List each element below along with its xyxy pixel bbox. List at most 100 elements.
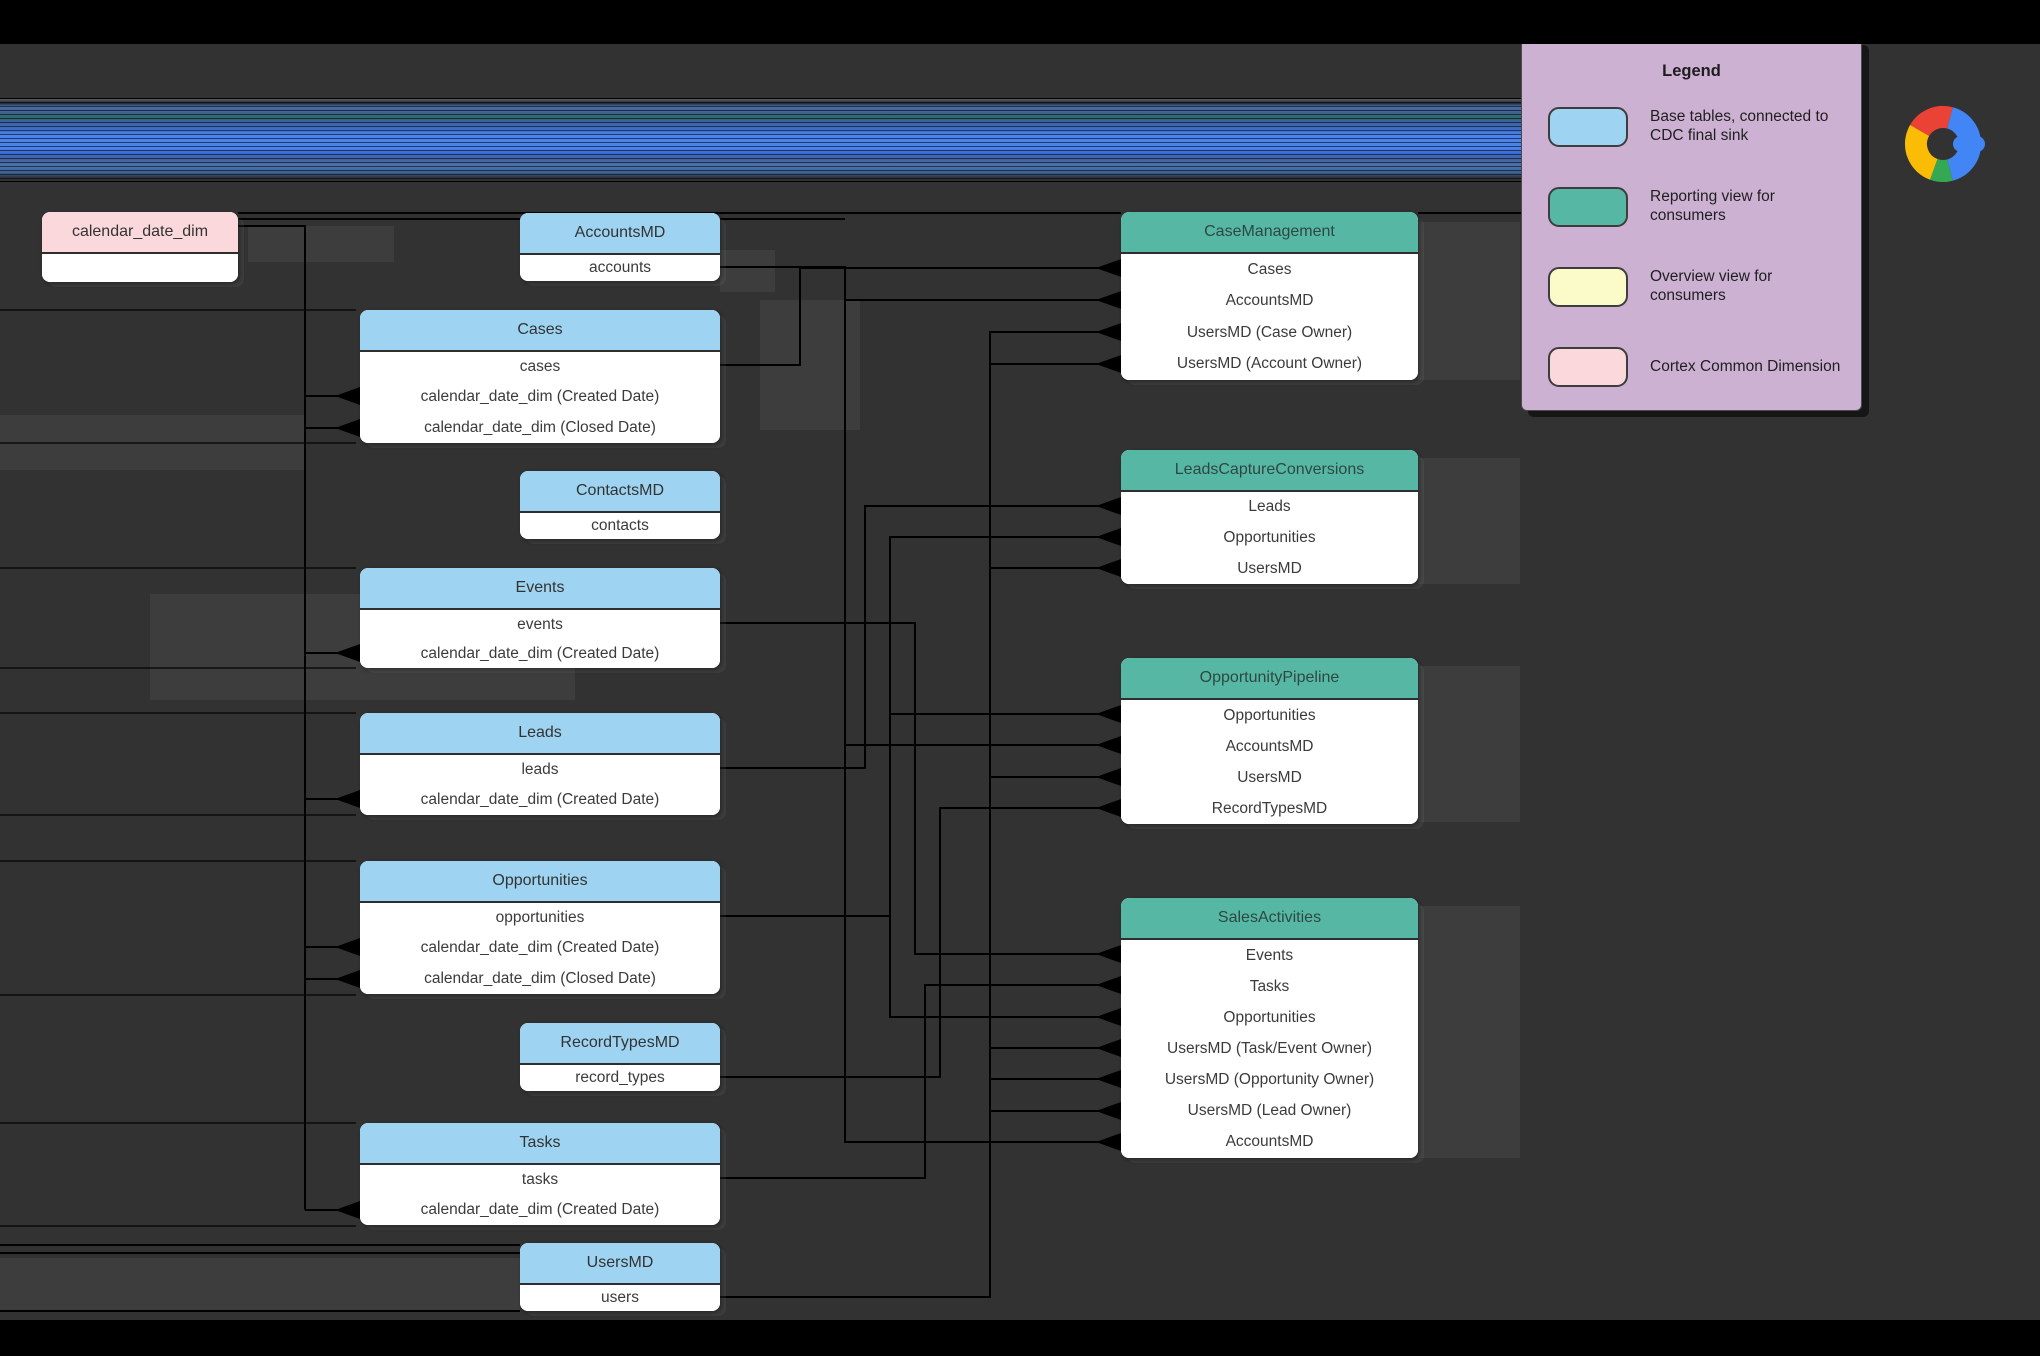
edge-stub-lines (0, 309, 356, 1227)
node-body (42, 254, 238, 282)
legend-label: Overview view for consumers (1650, 268, 1773, 304)
node-row[interactable]: events (517, 615, 563, 633)
node-row[interactable]: RecordTypesMD (1211, 799, 1328, 817)
top-margin (0, 0, 2040, 44)
node-body: record_types (520, 1065, 720, 1091)
node-title: RecordTypesMD (520, 1023, 720, 1065)
node-row[interactable]: calendar_date_dim (Created Date) (420, 1201, 660, 1218)
node-row[interactable]: AccountsMD (1225, 737, 1314, 755)
node-row[interactable]: calendar_date_dim (Created Date) (420, 939, 660, 957)
node-row[interactable]: users (601, 1289, 639, 1306)
node-title: ContactsMD (520, 471, 720, 513)
node-row[interactable]: UsersMD (Task/Event Owner) (1167, 1039, 1372, 1057)
legend-item-0: Base tables, connected to CDC final sink (1548, 107, 1861, 147)
node-row[interactable]: calendar_date_dim (Closed Date) (424, 418, 656, 436)
node-row[interactable]: UsersMD (1237, 559, 1302, 577)
texture-band (1418, 906, 1520, 1158)
logo-red-arc (1910, 105, 1953, 137)
node-title: Cases (360, 310, 720, 352)
node-title: AccountsMD (520, 213, 720, 255)
node-title: calendar_date_dim (42, 212, 238, 254)
reporting-view-swatch (1548, 187, 1628, 227)
node-row[interactable]: Opportunities (1223, 529, 1316, 546)
logo-hole (1933, 134, 1953, 154)
node-title: OpportunityPipeline (1121, 658, 1418, 700)
legend-item-1: Reporting view for consumers (1548, 187, 1861, 227)
legend-label: Cortex Common Dimension (1650, 357, 1841, 375)
node-row[interactable]: Leads (1248, 498, 1291, 516)
overview-view-swatch (1548, 267, 1628, 307)
node-Leads[interactable]: Leads leads calendar_date_dim (Created Dat… (360, 713, 720, 815)
node-row[interactable]: calendar_date_dim (Created Date) (420, 791, 660, 808)
node-Tasks[interactable]: Tasks tasks calendar_date_dim (Created Dat… (360, 1123, 720, 1225)
node-row[interactable]: calendar_date_dim (Created Date) (420, 644, 660, 662)
node-row[interactable]: UsersMD (Case Owner) (1186, 323, 1353, 341)
node-row[interactable]: UsersMD (Account Owner) (1176, 355, 1363, 373)
node-AccountsMD[interactable]: AccountsMD accounts (520, 213, 720, 281)
node-Cases[interactable]: Cases cases calendar_date_dim (Created Dat… (360, 310, 720, 443)
node-row[interactable]: contacts (591, 517, 649, 534)
node-row[interactable]: calendar_date_dim (Created Date) (420, 388, 660, 406)
texture-band (0, 1258, 520, 1310)
texture-band (1418, 458, 1520, 584)
node-row[interactable]: UsersMD (Opportunity Owner) (1164, 1071, 1375, 1089)
node-body: tasks calendar_date_dim (Created Date) (360, 1165, 720, 1225)
node-row[interactable]: tasks (521, 1171, 559, 1188)
node-row[interactable]: Opportunities (1223, 1008, 1316, 1026)
node-row[interactable]: Opportunities (1223, 706, 1316, 724)
node-row[interactable]: Tasks (1249, 977, 1290, 995)
node-title: CaseManagement (1121, 212, 1418, 254)
node-row[interactable]: opportunities (495, 909, 585, 927)
node-body: users (520, 1285, 720, 1311)
node-body: cases calendar_date_dim (Created Date) cal… (360, 352, 720, 443)
node-row[interactable]: calendar_date_dim (Closed Date) (424, 969, 656, 987)
bottom-margin (0, 1320, 2040, 1356)
logo-blue-bar (1953, 136, 1985, 152)
legend-items: Base tables, connected to CDC final sink… (1522, 107, 1861, 387)
node-row[interactable]: UsersMD (1237, 768, 1302, 786)
node-title: LeadsCaptureConversions (1121, 450, 1418, 492)
connector-bundle-band (0, 98, 1521, 182)
node-row[interactable]: accounts (588, 259, 652, 276)
node-title: Events (360, 568, 720, 610)
legend-item-3: Cortex Common Dimension (1548, 347, 1861, 387)
node-RecordTypesMD[interactable]: RecordTypesMD record_types (520, 1023, 720, 1091)
node-Events[interactable]: Events events calendar_date_dim (Created D… (360, 568, 720, 668)
cortex-dimension-swatch (1548, 347, 1628, 387)
node-title: SalesActivities (1121, 898, 1418, 940)
logo-green-arc (1930, 158, 1953, 182)
node-row[interactable]: cases (519, 358, 561, 376)
texture-band (248, 226, 394, 262)
texture-band (1418, 666, 1520, 822)
node-body: contacts (520, 513, 720, 539)
texture-band (720, 250, 775, 292)
logo-yellow-arc (1905, 125, 1939, 180)
node-Opportunities[interactable]: Opportunities opportunities calendar_date_… (360, 861, 720, 994)
node-row[interactable]: AccountsMD (1225, 1133, 1314, 1151)
node-title: Tasks (360, 1123, 720, 1165)
legend-title: Legend (1662, 62, 1721, 80)
node-row[interactable]: AccountsMD (1225, 292, 1314, 310)
legend: Legend Base tables, connected to CDC fin… (1521, 39, 1862, 411)
node-row[interactable]: Events (1245, 946, 1294, 964)
node-row[interactable]: record_types (575, 1069, 665, 1086)
node-row[interactable]: leads (521, 761, 559, 778)
node-row[interactable]: UsersMD (Lead Owner) (1187, 1102, 1352, 1120)
node-title: Opportunities (360, 861, 720, 903)
node-row[interactable]: Cases (1247, 260, 1292, 278)
node-calendar_date_dim[interactable]: calendar_date_dim (42, 212, 238, 282)
node-body: leads calendar_date_dim (Created Date) (360, 755, 720, 815)
node-ContactsMD[interactable]: ContactsMD contacts (520, 471, 720, 539)
node-body: opportunities calendar_date_dim (Created … (360, 903, 720, 994)
node-title: Leads (360, 713, 720, 755)
